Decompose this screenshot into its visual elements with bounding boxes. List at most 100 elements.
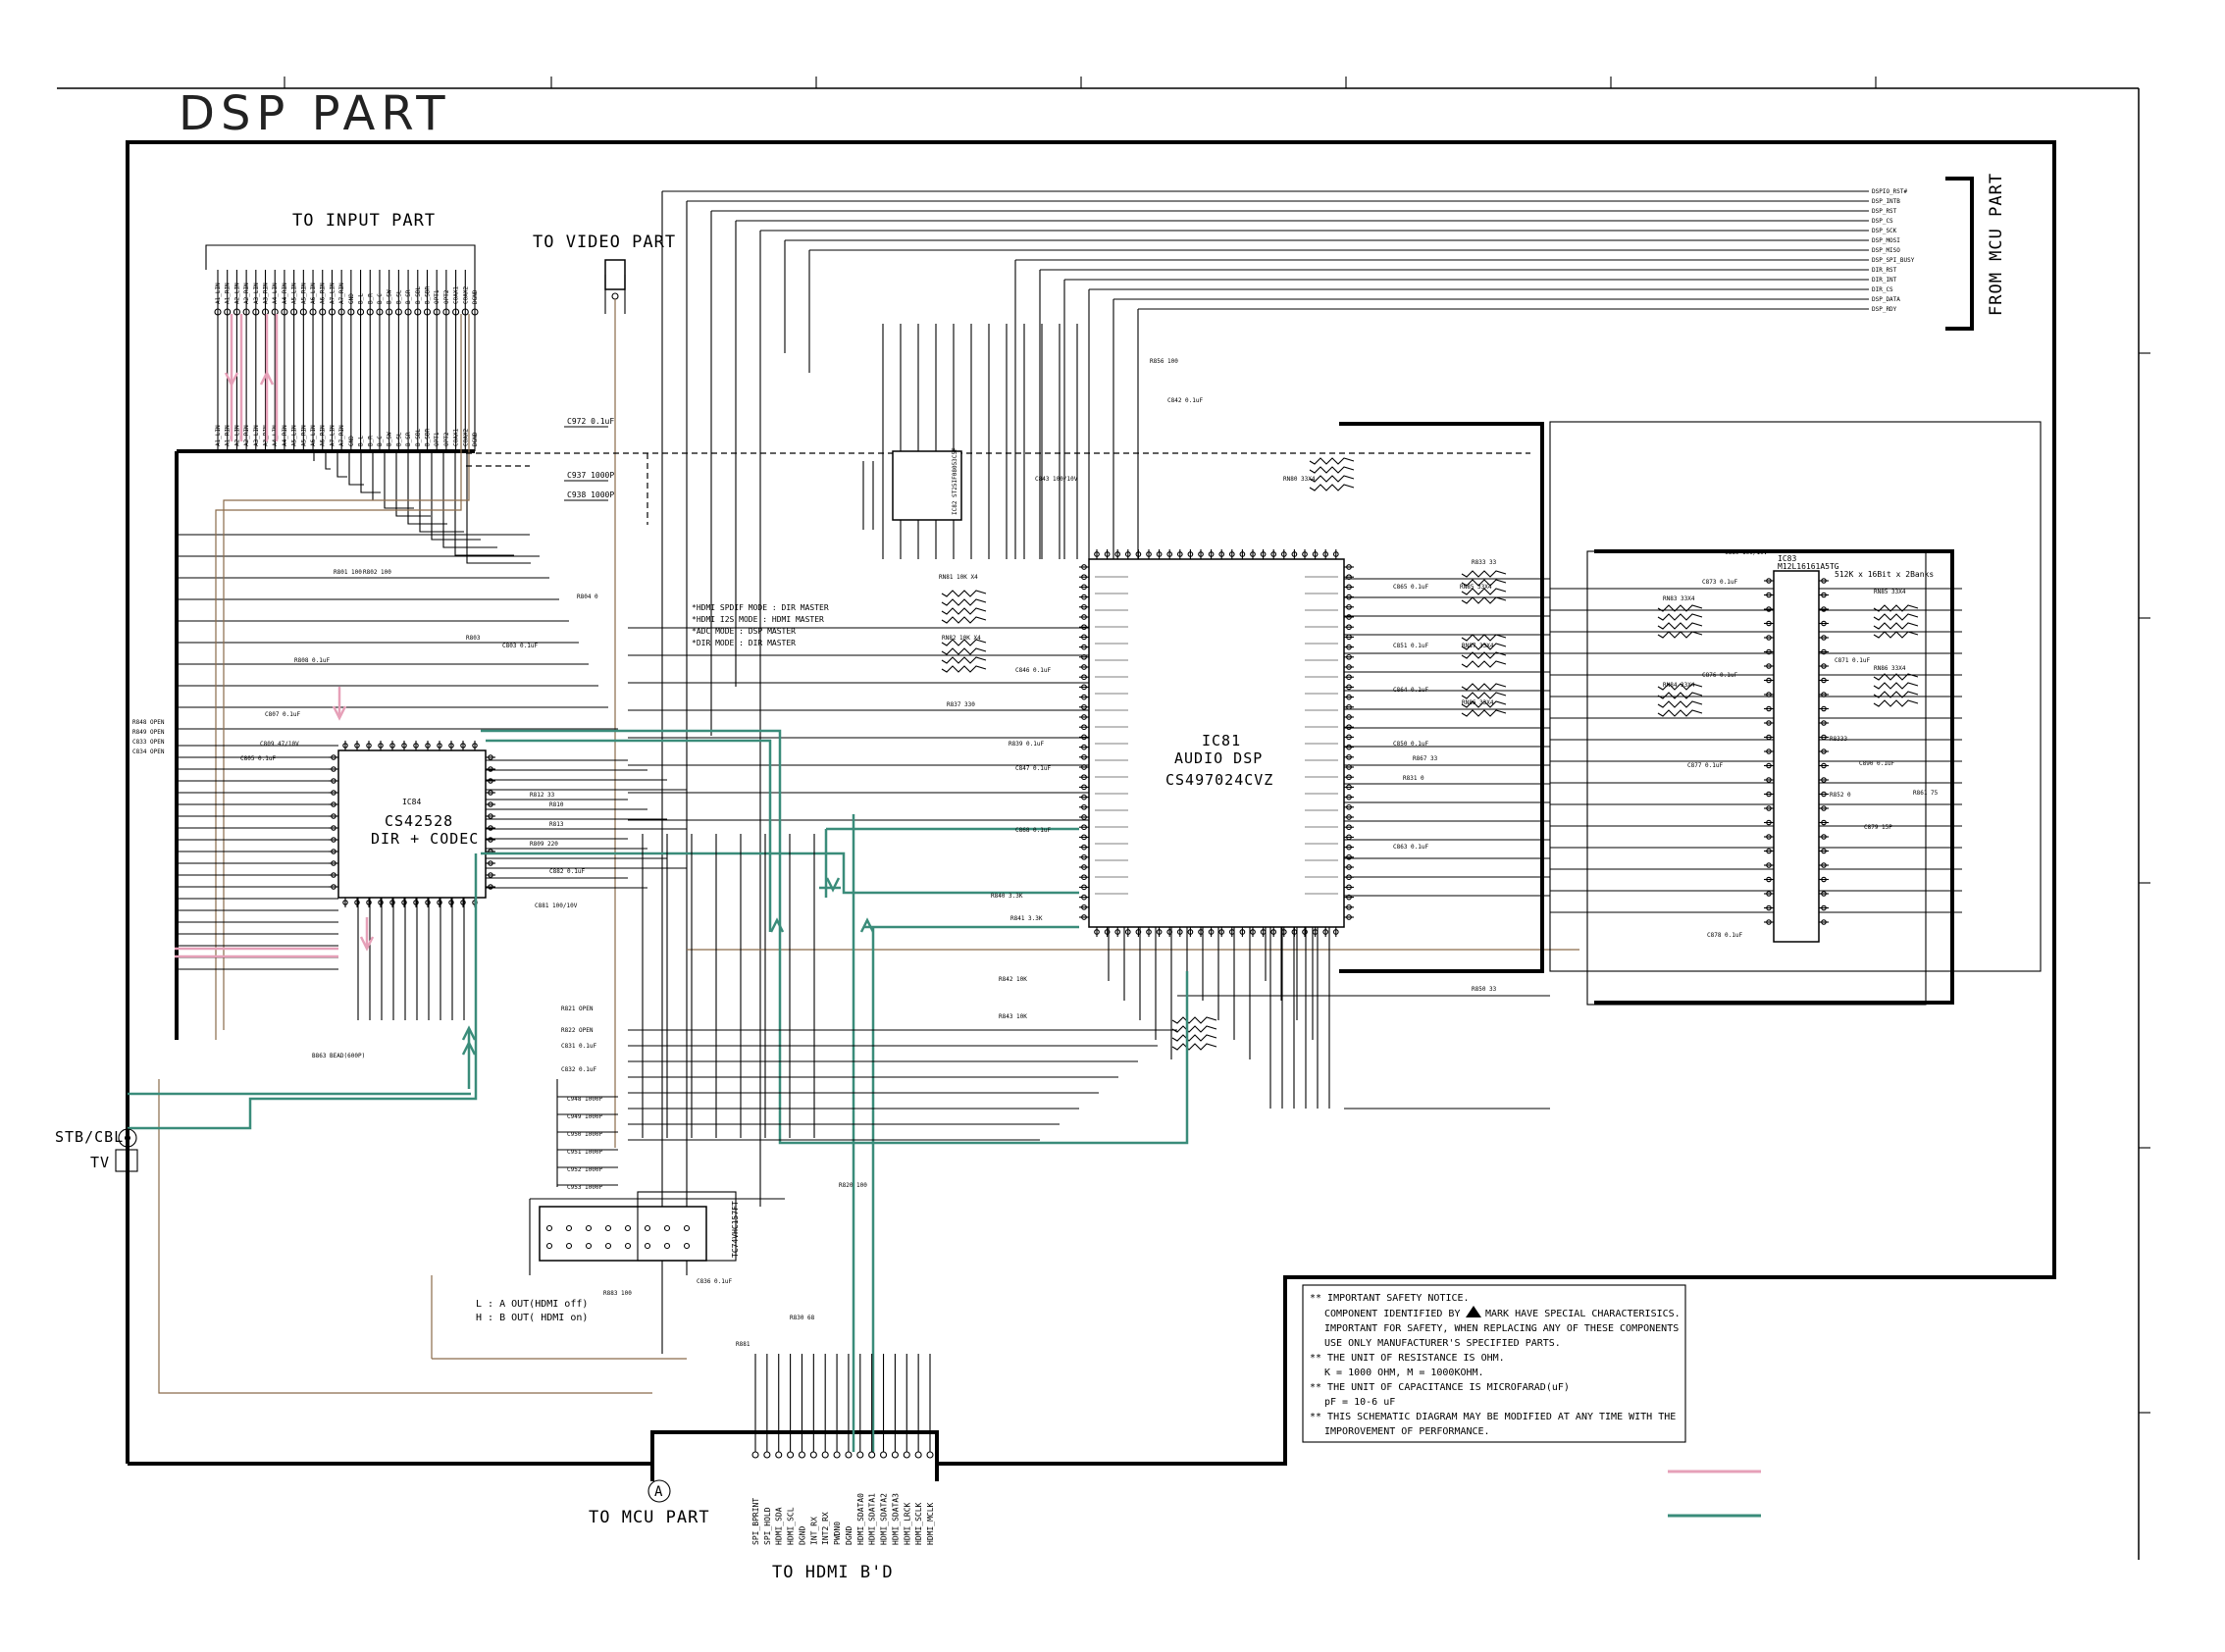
input-pin-label: A2_RIN	[243, 425, 250, 446]
component-label: C833 OPEN	[132, 739, 165, 746]
component-label: R848 OPEN	[132, 719, 165, 726]
component-label: C864 0.1uF	[1393, 687, 1429, 694]
mode-note: *HDMI SPDIF MODE : DIR MASTER	[692, 603, 829, 612]
ic83-part: M12L16161A5TG	[1778, 562, 1839, 571]
video-caps: C972 0.1uF C937 1000P C938 1000P	[564, 417, 614, 501]
mcu-pin: DIR_INT	[1872, 277, 1897, 284]
signal-lines	[177, 324, 1962, 1110]
component-label: C842 0.1uF	[1167, 397, 1204, 404]
hdmi-connector-bracket	[650, 1430, 939, 1481]
component-label: R852 0	[1830, 792, 1851, 799]
page-title: DSP PART	[179, 86, 451, 141]
input-pin-label: A4_LIN	[272, 425, 279, 446]
hdmi-pin-label: SPI_BPRINT	[751, 1498, 760, 1545]
component-label: C948 1000P	[567, 1096, 603, 1103]
component-label: R812 33	[530, 792, 555, 799]
green-arrows	[461, 877, 875, 1056]
component-label: R830 68	[790, 1315, 815, 1321]
input-pin-label: B_C	[377, 293, 384, 304]
component-label: R804 0	[577, 594, 598, 600]
to-mcu-marker-circle	[647, 1479, 671, 1503]
switch-ic: TC74VHC157FT	[529, 1191, 785, 1275]
mcu-pin: DSP_SCK	[1872, 228, 1897, 234]
input-pin-label: B_R	[367, 293, 374, 304]
ic81-part: CS497024CVZ	[1165, 771, 1273, 789]
hdmi-pin-label: HDMI_SDATA2	[880, 1493, 889, 1545]
board-border	[126, 140, 2056, 1466]
from-mcu-part-label: FROM MCU PART	[1987, 173, 2006, 316]
input-pin-label: B_L	[358, 436, 365, 446]
safety-note-line: ** IMPORTANT SAFETY NOTICE.	[1310, 1293, 1470, 1304]
hdmi-pin-label: DGND	[845, 1526, 854, 1545]
component-label: R843 10K	[999, 1013, 1027, 1020]
hdmi-pin-label: HDMI_SDATA3	[891, 1493, 900, 1545]
input-pin-label: A3_LIN	[253, 283, 260, 304]
component-label: R849 OPEN	[132, 729, 165, 736]
component-label: C890 0.1uF	[1859, 760, 1895, 767]
safety-note-line: pF = 10-6 uF	[1324, 1397, 1395, 1408]
input-pin-label: A6_LIN	[310, 283, 317, 304]
mcu-pin: DSP_RDY	[1872, 306, 1897, 313]
input-pin-label: B_SW	[387, 289, 393, 304]
component-label: C952 1000P	[567, 1166, 603, 1173]
mcu-pin: DSP_CS	[1872, 218, 1893, 225]
component-label: R813	[549, 821, 564, 828]
ic84-part: CS42528	[385, 812, 453, 830]
component-label: C805 0.1uF	[240, 755, 277, 762]
component-label: C877 0.1uF	[1687, 762, 1724, 769]
component-label: C846 0.1uF	[1015, 667, 1052, 674]
component-label: C878 0.1uF	[1707, 932, 1743, 939]
input-pin-label: B_SL	[395, 289, 402, 304]
mode-note: *DIR MODE : DIR MASTER	[692, 639, 796, 647]
component-label: RN86 33X4	[1874, 665, 1906, 672]
input-pin-label: A3_LIN	[253, 425, 260, 446]
to-video-part-label: TO VIDEO PART	[533, 232, 676, 252]
ic81-ref: IC81	[1202, 732, 1241, 749]
ic83-ref: IC83	[1778, 554, 1796, 563]
component-label: C953 1000P	[567, 1184, 603, 1191]
component-label: R803	[466, 635, 481, 642]
input-signal-arrows	[224, 314, 279, 441]
component-label: C809 47/10V	[260, 741, 299, 748]
component-label: C865 0.1uF	[1393, 584, 1429, 591]
resistor-networks	[941, 457, 1919, 1051]
input-pin-label: B_SR	[405, 432, 412, 446]
component-label: B863 BEAD(600P)	[312, 1053, 365, 1059]
mcu-pin: DSP_INTB	[1872, 198, 1900, 205]
ic83-sdram: IC83 M12L16161A5TG 512K x 16Bit x 2Banks	[1549, 421, 2042, 1006]
ic84-name: DIR + CODEC	[371, 830, 479, 848]
component-label: C851 0.1uF	[1393, 643, 1429, 649]
component-label: RN83 33X4	[1663, 595, 1695, 602]
mcu-pin: DSP_MOSI	[1872, 237, 1900, 244]
hdmi-pin-label: HDMI_SDA	[775, 1507, 784, 1545]
input-pin-label: COAX1	[453, 286, 460, 304]
component-label: RN84 33X4	[1663, 682, 1695, 689]
input-pin-label: A6_RIN	[320, 283, 327, 304]
pink-arrows-lower	[175, 687, 375, 958]
stb-cbl-jack-label: STB/CBL	[55, 1128, 124, 1146]
component-label: R856 100	[1150, 358, 1178, 365]
ic81-audio-dsp: IC81 AUDIO DSP CS497024CVZ	[1079, 549, 1354, 937]
hdmi-pin-label: SPI_HOLD	[763, 1507, 772, 1545]
input-pin-label: B_SBL	[415, 286, 422, 304]
input-pin-label: A7_LIN	[329, 425, 336, 446]
input-pin-label: COAX2	[462, 429, 469, 446]
component-label: C951 1000P	[567, 1149, 603, 1156]
component-label: C850 0.1uF	[1393, 741, 1429, 748]
input-pin-label: B_R	[367, 436, 374, 446]
input-pins: A1_LINA1_LINA1_RINA1_RINA2_LINA2_LINA2_R…	[214, 270, 479, 451]
to-mcu-part-label: TO MCU PART	[589, 1508, 710, 1527]
component-label: R837 330	[947, 701, 975, 708]
input-pin-label: B_L	[358, 293, 365, 304]
component-label: C843 100/10V	[1035, 476, 1078, 483]
component-label: RN87 33X4	[1462, 643, 1494, 649]
warning-icon	[1466, 1306, 1481, 1317]
mcu-pin-labels: DSPIO_RST# DSP_INTB DSP_RST DSP_CS DSP_S…	[1872, 188, 1915, 313]
page-ruler	[57, 77, 2150, 1560]
input-pin-label: A7_RIN	[338, 425, 345, 446]
input-pin-label: OPT1	[434, 432, 440, 446]
mode-note: *ADC MODE : DSP MASTER	[692, 627, 796, 636]
input-pin-label: A3_RIN	[263, 283, 270, 304]
